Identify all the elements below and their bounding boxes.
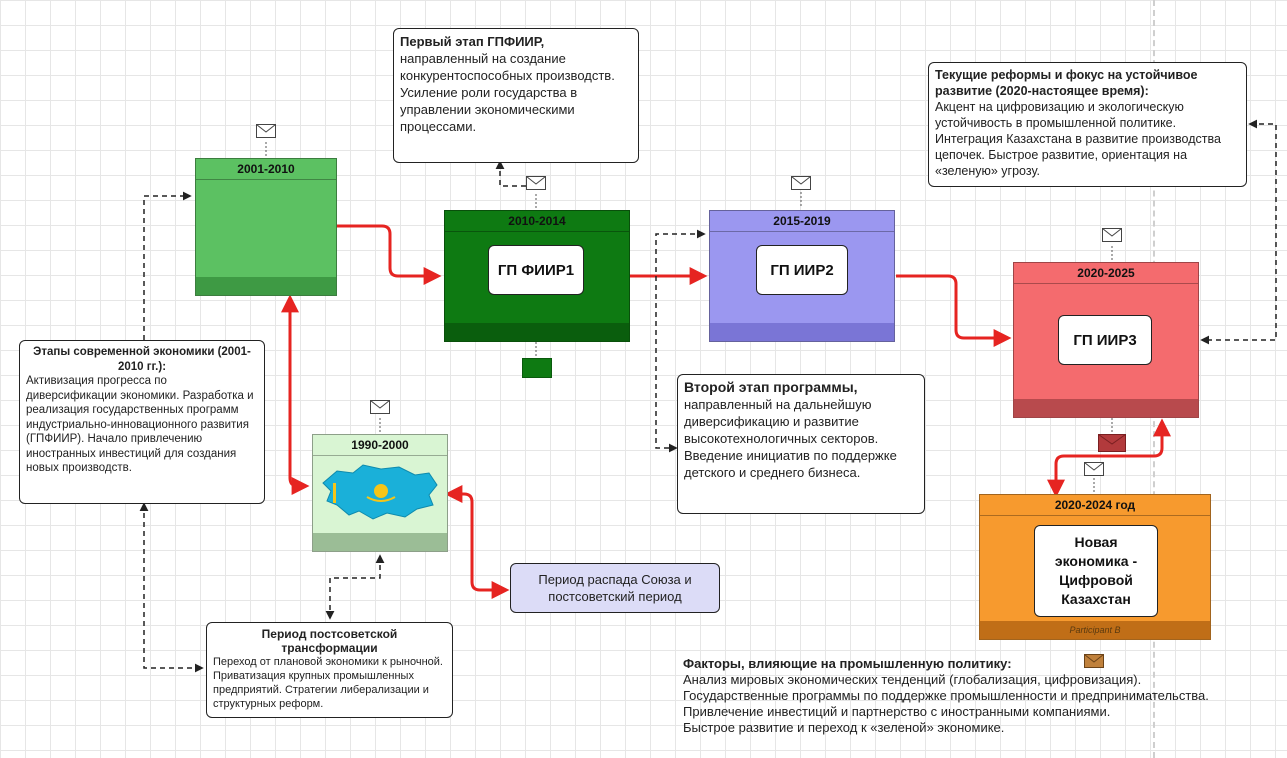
factor-line: Быстрое развитие и переход к «зеленой» э… (683, 720, 1005, 735)
green-marker (522, 358, 552, 378)
period-2020-2024[interactable]: 2020-2024 год Новая экономика - Цифровой… (979, 494, 1211, 640)
dashed-1990-to-postsoviet (325, 554, 385, 620)
note-title: Период постсоветской трансформации (261, 627, 398, 655)
factors-title: Факторы, влияющие на промышленную полити… (683, 656, 1012, 671)
note-title: Текущие реформы и фокус на устойчивое ра… (935, 68, 1198, 98)
factor-line: Государственные программы по поддержке п… (683, 688, 1209, 703)
envelope-icon (1084, 654, 1104, 668)
program-card: ГП ИИР2 (756, 245, 848, 295)
kazakhstan-map-flag (322, 464, 438, 520)
note-postsoviet[interactable]: Период постсоветской трансформации Перех… (206, 622, 453, 718)
note-body: Период распада Союза и постсоветский пер… (538, 572, 692, 604)
note-body: направленный на создание конкурентоспосо… (400, 51, 615, 134)
factor-line: Анализ мировых экономических тенденций (… (683, 672, 1142, 687)
dashed-current-to-2020 (1200, 119, 1277, 345)
note-union-collapse[interactable]: Период распада Союза и постсоветский пер… (510, 563, 720, 613)
note-body: направленный на дальнейшую диверсификаци… (684, 397, 897, 480)
note-second-stage[interactable]: Второй этап программы, направленный на д… (677, 374, 925, 514)
arrow-1990-to-collapse (444, 485, 510, 599)
dashed-stages-to-postsoviet (139, 502, 204, 673)
envelope-icon (1102, 228, 1122, 242)
period-title: 2020-2024 год (980, 495, 1210, 516)
envelope-icon (1084, 462, 1104, 476)
arrow-2015-to-2020 (896, 274, 1012, 347)
arrow-2001-to-2010 (336, 224, 442, 285)
note-first-stage[interactable]: Первый этап ГПФИИР, направленный на созд… (393, 28, 639, 163)
period-2010-2014[interactable]: 2010-2014 ГП ФИИР1 (444, 210, 630, 342)
note-title: Второй этап программы, (684, 379, 858, 395)
arrow-2024-to-2020 (1047, 418, 1171, 498)
envelope-icon (256, 124, 276, 138)
period-title: 2020-2025 (1014, 263, 1198, 284)
note-title: Этапы современной экономики (2001-2010 г… (33, 346, 251, 373)
note-body: Акцент на цифровизацию и экологическую у… (935, 100, 1221, 178)
arrow-2001-to-1990 (281, 294, 310, 495)
period-2001-2010[interactable]: 2001-2010 (195, 158, 337, 296)
period-title: 2015-2019 (710, 211, 894, 232)
participant-label: Participant B (980, 621, 1210, 639)
period-title: 1990-2000 (313, 435, 447, 456)
envelope-icon (791, 176, 811, 190)
period-2020-2025[interactable]: 2020-2025 ГП ИИР3 (1013, 262, 1199, 418)
dashed-stages-to-2001 (143, 191, 192, 340)
note-current-reforms[interactable]: Текущие реформы и фокус на устойчивое ра… (928, 62, 1247, 187)
note-body: Активизация прогресса по диверсификации … (26, 375, 254, 474)
note-modern-stages[interactable]: Этапы современной экономики (2001-2010 г… (19, 340, 265, 504)
period-1990-2000[interactable]: 1990-2000 (312, 434, 448, 552)
program-card: ГП ИИР3 (1058, 315, 1152, 365)
envelope-icon (370, 400, 390, 414)
dashed-2015-to-second (655, 229, 706, 453)
factors-block: Факторы, влияющие на промышленную полити… (683, 656, 1243, 736)
program-card: ГП ФИИР1 (488, 245, 584, 295)
note-title: Первый этап ГПФИИР, (400, 34, 545, 49)
envelope-icon (526, 176, 546, 190)
period-2015-2019[interactable]: 2015-2019 ГП ИИР2 (709, 210, 895, 342)
program-card: Новая экономика - Цифровой Казахстан (1034, 525, 1158, 617)
red-envelope-marker (1098, 434, 1126, 452)
factor-line: Привлечение инвестиций и партнерство с и… (683, 704, 1111, 719)
note-body: Переход от плановой экономики к рыночной… (213, 656, 443, 710)
period-title: 2010-2014 (445, 211, 629, 232)
dashed-firstnote-to-2010 (495, 160, 536, 187)
period-title: 2001-2010 (196, 159, 336, 180)
